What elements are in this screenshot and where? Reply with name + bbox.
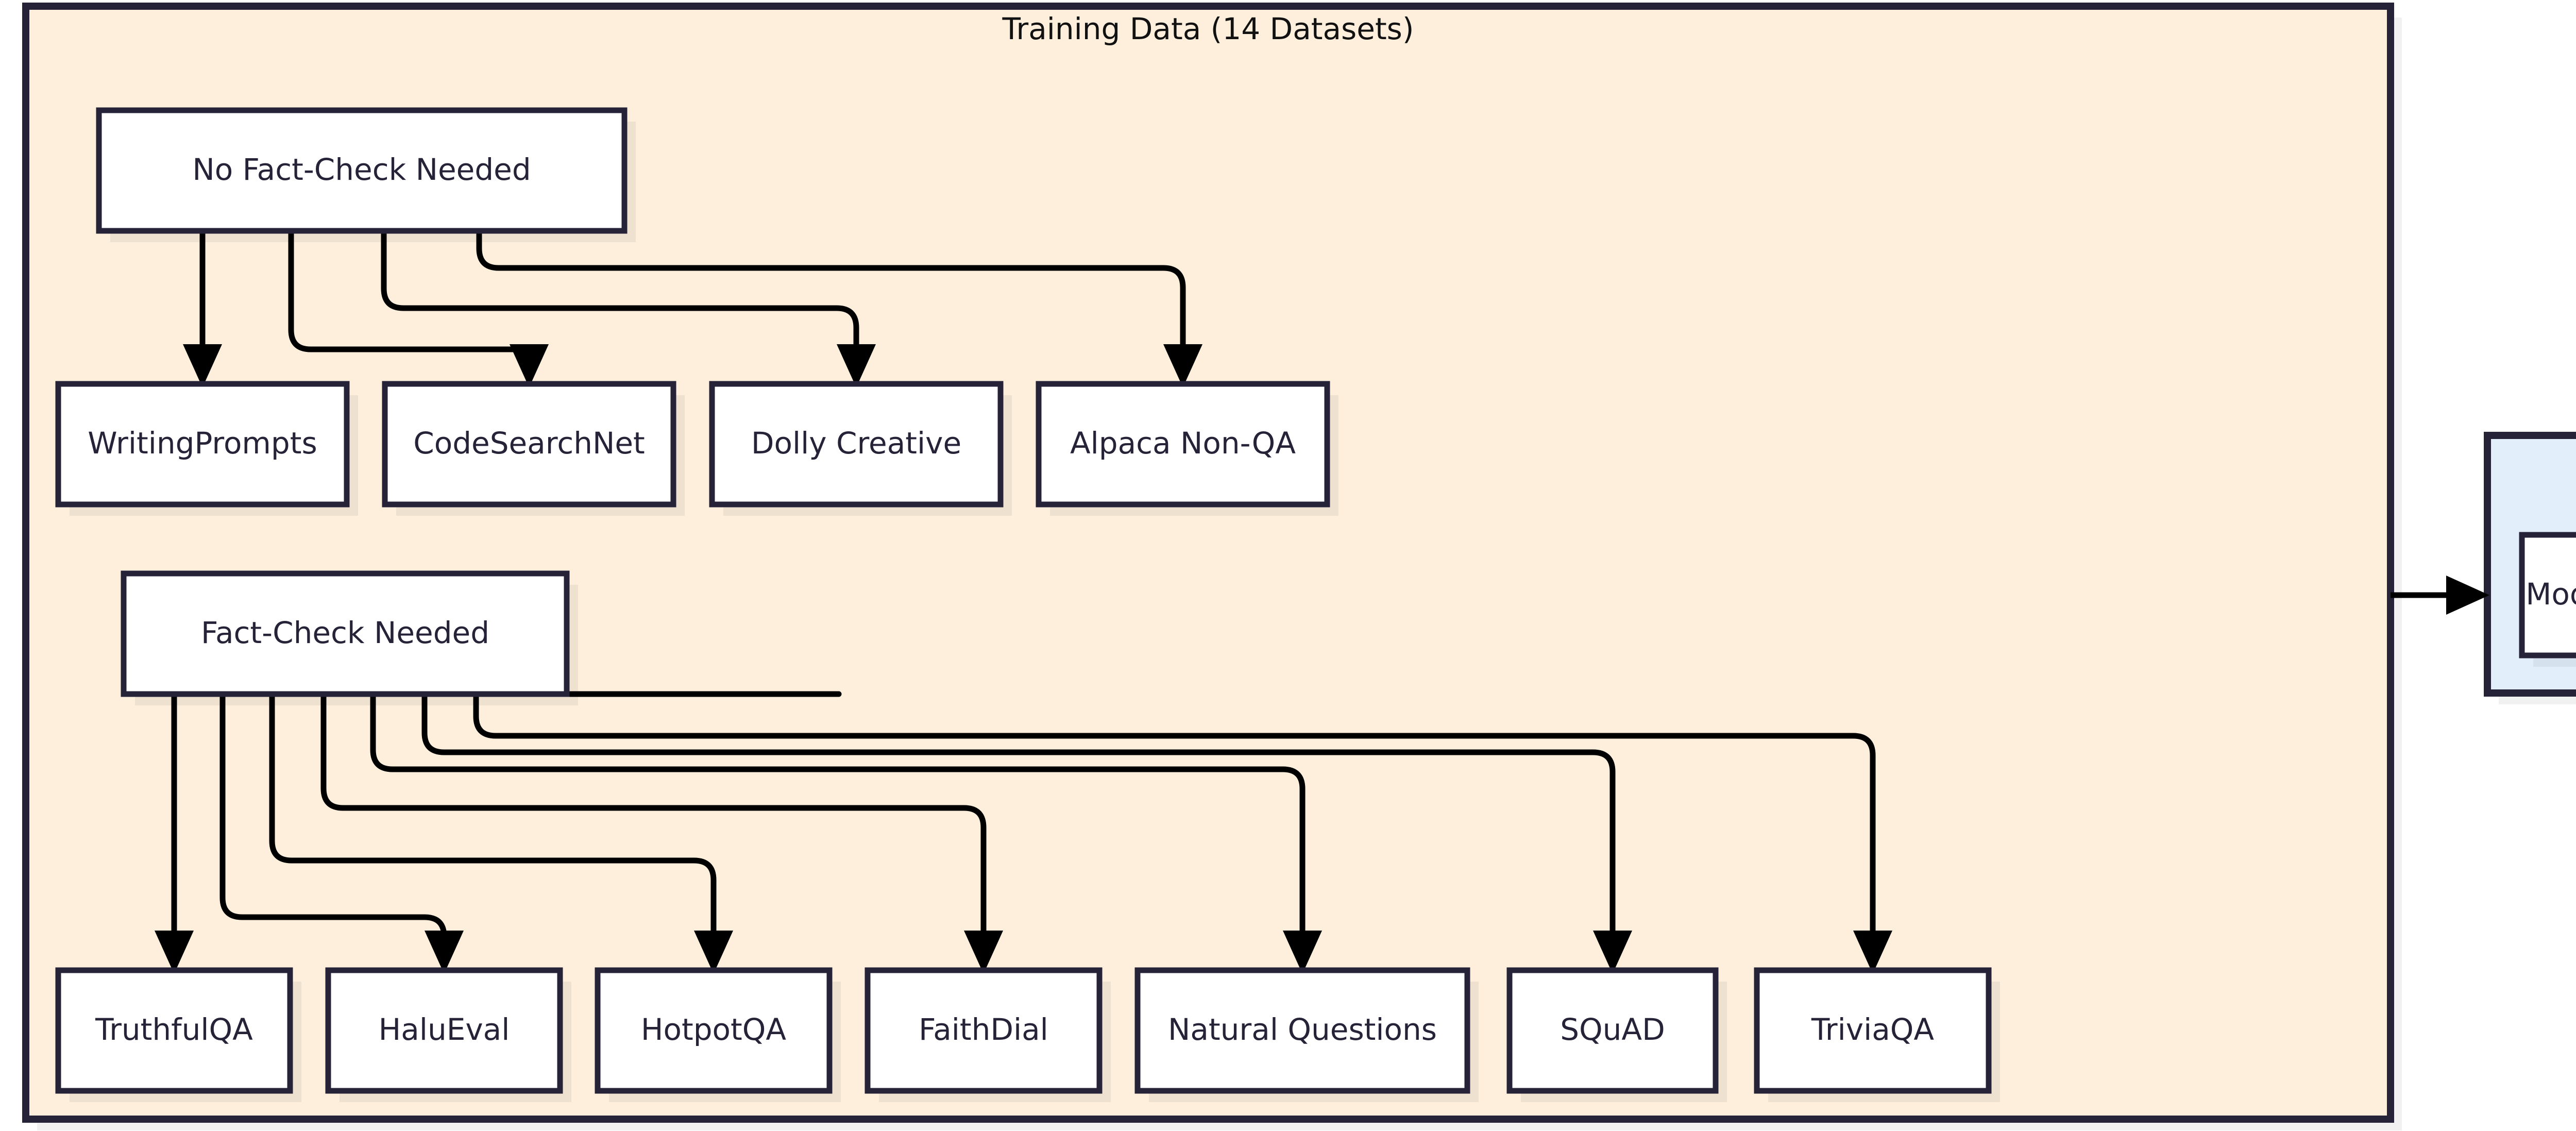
edge-path-factcheck-naturalquestions bbox=[370, 694, 1306, 942]
edge-path-nofactcheck-alpacanonqa bbox=[476, 231, 1186, 356]
node-writingprompts-rect[interactable] bbox=[55, 381, 350, 508]
edge-path-factcheck-faithdial bbox=[320, 691, 987, 942]
arrowhead-alpacanonqa bbox=[1163, 344, 1202, 387]
edge-factcheck-to-faithdial bbox=[320, 691, 1003, 974]
node-squad-label: SQuAD bbox=[1560, 1012, 1665, 1047]
edge-factcheck-to-truthfulqa bbox=[155, 694, 194, 974]
arrowhead-writingprompts bbox=[183, 344, 222, 387]
edge-nofactcheck-to-dollycreative bbox=[381, 231, 876, 387]
node-modernbert-base[interactable]: ModernBERT Base bbox=[2519, 532, 2576, 667]
node-fact-check-needed[interactable]: Fact-Check Needed bbox=[121, 570, 578, 705]
node-faithdial[interactable]: FaithDial bbox=[865, 967, 1111, 1102]
node-fact-check-needed-rect[interactable] bbox=[121, 570, 570, 697]
edge-factcheck-to-halueval bbox=[219, 694, 464, 974]
arrowhead-halueval bbox=[425, 931, 464, 974]
node-truthfulqa-rect[interactable] bbox=[55, 967, 293, 1094]
node-faithdial-rect[interactable] bbox=[865, 967, 1103, 1094]
node-alpaca-non-qa-label: Alpaca Non-QA bbox=[1070, 426, 1296, 461]
node-squad[interactable]: SQuAD bbox=[1506, 967, 1727, 1102]
node-triviaqa-rect[interactable] bbox=[1754, 967, 1992, 1094]
node-truthfulqa[interactable]: TruthfulQA bbox=[55, 967, 301, 1102]
node-alpaca-non-qa[interactable]: Alpaca Non-QA bbox=[1036, 381, 1338, 516]
node-dolly-creative-label: Dolly Creative bbox=[751, 426, 961, 461]
node-halueval-label: HaluEval bbox=[379, 1012, 510, 1047]
node-truthfulqa-label: TruthfulQA bbox=[95, 1012, 253, 1047]
cluster-training-data-title: Training Data (14 Datasets) bbox=[1002, 11, 1414, 46]
node-hotpotqa-label: HotpotQA bbox=[641, 1012, 787, 1047]
arrowhead-faithdial bbox=[964, 931, 1003, 974]
node-modernbert-base-rect[interactable] bbox=[2519, 532, 2576, 659]
arrowhead-dollycreative bbox=[837, 344, 876, 387]
arrowhead-sentinel bbox=[2446, 576, 2489, 615]
arrowhead-squad bbox=[1593, 931, 1632, 974]
node-codesearchnet-label: CodeSearchNet bbox=[413, 426, 645, 461]
node-triviaqa[interactable]: TriviaQA bbox=[1754, 967, 2000, 1102]
node-halueval[interactable]: HaluEval bbox=[325, 967, 571, 1102]
arrowhead-codesearchnet bbox=[510, 344, 549, 387]
node-writingprompts-label: WritingPrompts bbox=[88, 426, 317, 461]
node-halueval-rect[interactable] bbox=[325, 967, 563, 1094]
node-hotpotqa-rect[interactable] bbox=[595, 967, 833, 1094]
node-natural-questions[interactable]: Natural Questions bbox=[1134, 967, 1479, 1102]
node-codesearchnet-rect[interactable] bbox=[382, 381, 676, 508]
node-writingprompts[interactable]: WritingPrompts bbox=[55, 381, 358, 516]
edge-nofactcheck-to-writingprompts bbox=[183, 231, 222, 387]
arrowhead-naturalquestions bbox=[1283, 931, 1322, 974]
edge-path-nofactcheck-dollycreative bbox=[381, 231, 859, 356]
arrowhead-triviaqa bbox=[1853, 931, 1892, 974]
node-triviaqa-label: TriviaQA bbox=[1811, 1012, 1934, 1047]
edge-layer bbox=[155, 231, 2489, 974]
node-dolly-creative-rect[interactable] bbox=[709, 381, 1004, 508]
edge-path-factcheck-triviaqa bbox=[473, 694, 1876, 942]
edge-factcheck-to-triviaqa bbox=[473, 694, 1892, 974]
node-fact-check-needed-label: Fact-Check Needed bbox=[201, 615, 489, 650]
node-no-fact-check-needed-rect[interactable] bbox=[96, 107, 628, 234]
arrowhead-hotpotqa bbox=[694, 931, 733, 974]
edge-path-factcheck-halueval bbox=[219, 694, 447, 942]
node-dolly-creative[interactable]: Dolly Creative bbox=[709, 381, 1012, 516]
edge-trainingdata-to-sentinel bbox=[2391, 576, 2489, 615]
node-codesearchnet[interactable]: CodeSearchNet bbox=[382, 381, 685, 516]
node-layer: No Fact-Check Needed WritingPrompts Code… bbox=[55, 107, 2576, 1102]
node-no-fact-check-needed[interactable]: No Fact-Check Needed bbox=[96, 107, 636, 242]
edge-factcheck-to-hotpotqa bbox=[269, 694, 733, 974]
node-natural-questions-rect[interactable] bbox=[1134, 967, 1470, 1094]
edge-nofactcheck-to-codesearchnet bbox=[288, 231, 549, 387]
node-alpaca-non-qa-rect[interactable] bbox=[1036, 381, 1330, 508]
edge-path-factcheck-hotpotqa bbox=[269, 694, 717, 942]
edge-path-factcheck-squad bbox=[421, 694, 1616, 942]
edge-nofactcheck-to-alpacanonqa bbox=[476, 231, 1202, 387]
node-faithdial-label: FaithDial bbox=[919, 1012, 1048, 1047]
arrowhead-truthfulqa bbox=[155, 931, 194, 974]
node-no-fact-check-needed-label: No Fact-Check Needed bbox=[192, 152, 531, 187]
node-hotpotqa[interactable]: HotpotQA bbox=[595, 967, 841, 1102]
edge-factcheck-to-naturalquestions bbox=[370, 694, 1322, 974]
node-natural-questions-label: Natural Questions bbox=[1168, 1012, 1437, 1047]
node-squad-rect[interactable] bbox=[1506, 967, 1719, 1094]
edge-factcheck-to-squad bbox=[421, 694, 1632, 974]
node-modernbert-base-label: ModernBERT Base bbox=[2526, 577, 2576, 612]
